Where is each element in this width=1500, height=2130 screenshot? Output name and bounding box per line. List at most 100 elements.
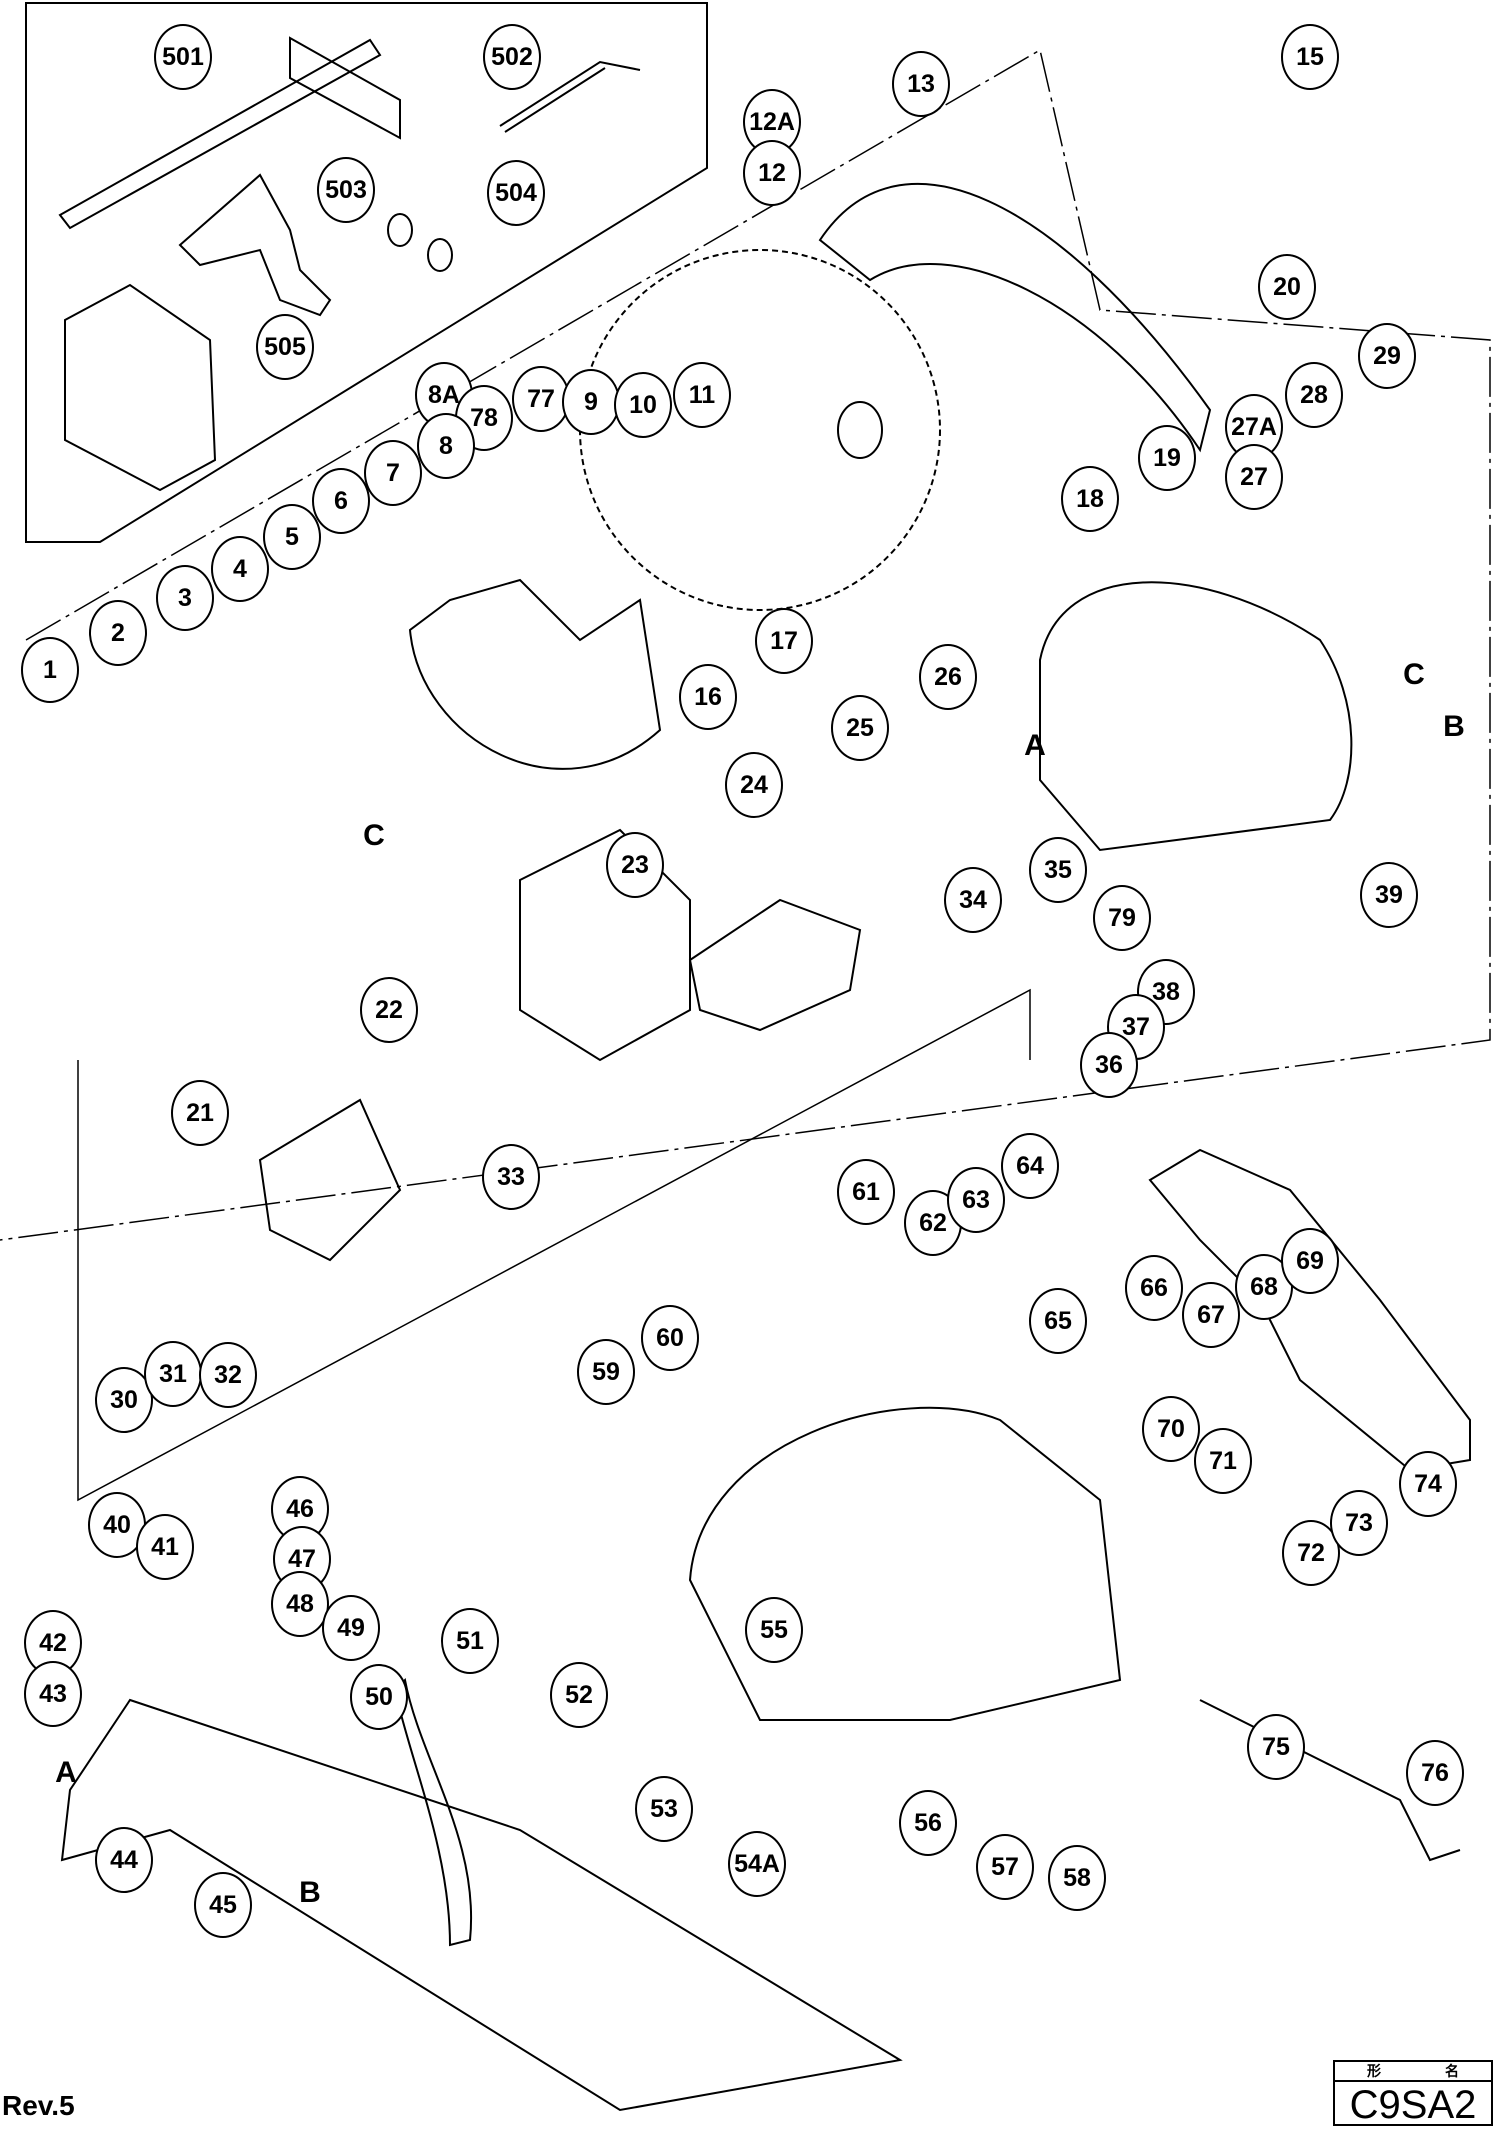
part-callout-50: 50: [350, 1664, 408, 1730]
model-name: C9SA2: [1349, 2083, 1477, 2127]
part-callout-23: 23: [606, 832, 664, 898]
screw: [427, 238, 453, 272]
part-callout-39: 39: [1360, 862, 1418, 928]
part-callout-41: 41: [136, 1514, 194, 1580]
part-callout-55: 55: [745, 1597, 803, 1663]
part-callout-15: 15: [1281, 24, 1339, 90]
part-callout-13: 13: [892, 51, 950, 117]
part-callout-10: 10: [614, 372, 672, 438]
reference-mark-b: B: [299, 1876, 321, 1909]
part-callout-64: 64: [1001, 1133, 1059, 1199]
part-callout-60: 60: [641, 1305, 699, 1371]
part-callout-65: 65: [1029, 1288, 1087, 1354]
lower-guard: [408, 578, 662, 770]
stator-housing: [519, 828, 691, 1062]
part-callout-57: 57: [976, 1834, 1034, 1900]
part-callout-75: 75: [1247, 1714, 1305, 1780]
part-callout-12: 12: [743, 140, 801, 206]
part-callout-51: 51: [441, 1608, 499, 1674]
part-callout-3: 3: [156, 565, 214, 631]
part-callout-8: 8: [417, 413, 475, 479]
reference-mark-b: B: [1443, 710, 1465, 743]
part-callout-34: 34: [944, 867, 1002, 933]
part-callout-76: 76: [1406, 1740, 1464, 1806]
part-callout-69: 69: [1281, 1228, 1339, 1294]
part-callout-78: 78: [455, 385, 513, 451]
model-header: 形 名: [1335, 2062, 1491, 2082]
part-callout-56: 56: [899, 1790, 957, 1856]
hex-wrench: [499, 60, 641, 133]
revision-label: Rev.5: [2, 2090, 75, 2121]
part-callout-43: 43: [24, 1661, 82, 1727]
section-divider-upper: [0, 48, 1491, 1241]
blade-bore: [837, 401, 883, 459]
part-callout-36: 36: [1080, 1032, 1138, 1098]
part-callout-4: 4: [211, 536, 269, 602]
guide-bar: [58, 38, 382, 230]
part-callout-30: 30: [95, 1367, 153, 1433]
part-callout-2: 2: [89, 600, 147, 666]
part-callout-61: 61: [837, 1159, 895, 1225]
part-callout-9: 9: [562, 369, 620, 435]
part-callout-503: 503: [317, 157, 375, 223]
part-callout-70: 70: [1142, 1396, 1200, 1462]
part-callout-49: 49: [322, 1595, 380, 1661]
part-callout-504: 504: [487, 160, 545, 226]
part-callout-7: 7: [364, 440, 422, 506]
field-coil: [258, 1098, 402, 1262]
upper-guard: [818, 182, 1212, 453]
gear-case: [1039, 581, 1353, 852]
section-divider-motor: [77, 988, 1031, 1502]
accessory-box-outline: [25, 2, 708, 543]
part-callout-29: 29: [1358, 323, 1416, 389]
part-callout-18: 18: [1061, 466, 1119, 532]
part-callout-33: 33: [482, 1144, 540, 1210]
part-callout-20: 20: [1258, 254, 1316, 320]
part-callout-11: 11: [673, 362, 731, 428]
part-callout-35: 35: [1029, 837, 1087, 903]
part-callout-44: 44: [95, 1827, 153, 1893]
guide-plate: [289, 36, 401, 140]
part-callout-74: 74: [1399, 1451, 1457, 1517]
part-callout-79: 79: [1093, 885, 1151, 951]
part-callout-32: 32: [199, 1342, 257, 1408]
lever: [178, 173, 332, 317]
part-callout-31: 31: [144, 1341, 202, 1407]
part-callout-5: 5: [263, 504, 321, 570]
part-callout-54a: 54A: [728, 1831, 786, 1897]
model-title-block: 形 名 C9SA2: [1333, 2060, 1493, 2127]
part-callout-21: 21: [171, 1080, 229, 1146]
part-callout-77: 77: [512, 366, 570, 432]
model-header-left: 形: [1367, 2063, 1381, 2079]
part-callout-22: 22: [360, 977, 418, 1043]
part-callout-28: 28: [1285, 362, 1343, 428]
part-callout-67: 67: [1182, 1282, 1240, 1348]
reference-mark-a: A: [1024, 729, 1046, 762]
part-callout-59: 59: [577, 1339, 635, 1405]
carry-case: [64, 283, 217, 492]
part-callout-1: 1: [21, 637, 79, 703]
part-callout-73: 73: [1330, 1490, 1388, 1556]
model-header-right: 名: [1445, 2063, 1459, 2079]
reference-mark-c: C: [363, 819, 385, 852]
part-callout-502: 502: [483, 24, 541, 90]
part-callout-17: 17: [755, 608, 813, 674]
part-callout-63: 63: [947, 1167, 1005, 1233]
reference-mark-a: A: [55, 1756, 77, 1789]
part-callout-25: 25: [831, 695, 889, 761]
part-callout-58: 58: [1048, 1845, 1106, 1911]
armature: [688, 898, 862, 1032]
part-callout-6: 6: [312, 468, 370, 534]
part-callout-19: 19: [1138, 425, 1196, 491]
part-callout-66: 66: [1125, 1255, 1183, 1321]
part-callout-26: 26: [919, 644, 977, 710]
screw: [387, 213, 413, 247]
part-callout-16: 16: [679, 664, 737, 730]
base-plate: [60, 1698, 903, 2112]
motor-housing: [688, 1406, 1122, 1721]
part-callout-27: 27: [1225, 444, 1283, 510]
depth-quadrant: [393, 1677, 473, 1947]
part-callout-24: 24: [725, 752, 783, 818]
part-callout-505: 505: [256, 314, 314, 380]
